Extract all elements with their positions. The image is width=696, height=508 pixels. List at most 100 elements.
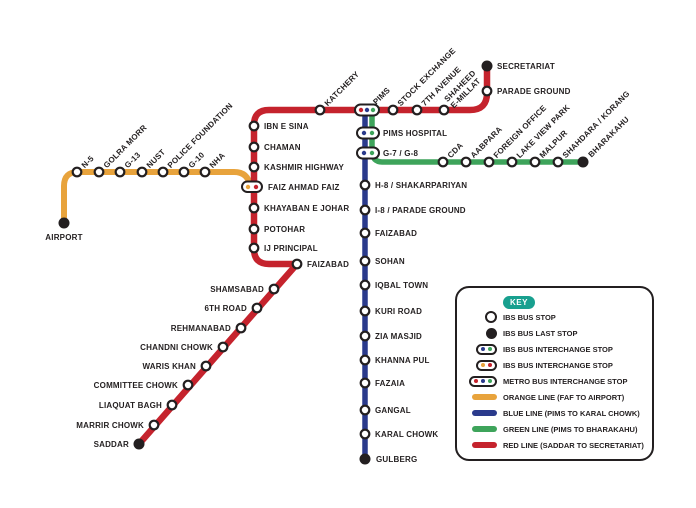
legend-label: IBS BUS INTERCHANGE STOP xyxy=(503,360,613,370)
station-khanna-pul: KHANNA PUL xyxy=(359,354,429,366)
interchange-marker xyxy=(356,146,380,160)
stop-marker xyxy=(359,428,371,440)
station-gangal: GANGAL xyxy=(359,404,411,416)
station-parade-ground: PARADE GROUND xyxy=(481,85,571,97)
legend-key-badge: KEY xyxy=(503,296,535,309)
station-zia-masjid: ZIA MASJID xyxy=(359,330,422,342)
station-label: SHAMSABAD xyxy=(210,285,264,294)
stop-marker xyxy=(71,166,83,178)
interchange-marker xyxy=(241,180,263,193)
legend-item: GREEN LINE (PIMS TO BHARAKAHU) xyxy=(457,421,652,437)
stop-marker xyxy=(268,283,280,295)
station-label: PARADE GROUND xyxy=(497,87,571,96)
station-kashmir-highway: KASHMIR HIGHWAY xyxy=(248,161,345,173)
red-dot-icon xyxy=(253,184,259,190)
station-karal-chowk: KARAL CHOWK xyxy=(359,428,438,440)
station-sohan: SOHAN xyxy=(359,255,405,267)
station-liaquat-bagh: LIAQUAT BAGH xyxy=(99,399,178,411)
station-ibn-e-sina: IBN E SINA xyxy=(248,120,309,132)
station-label: FAIZ AHMAD FAIZ xyxy=(268,183,340,192)
last-stop-marker xyxy=(133,438,145,450)
stop-marker xyxy=(483,156,495,168)
station-label: GANGAL xyxy=(375,406,411,415)
station-label: KASHMIR HIGHWAY xyxy=(264,163,345,172)
bus-stop-icon xyxy=(485,311,497,323)
legend-label: ORANGE LINE (FAF TO AIRPORT) xyxy=(503,392,625,402)
stop-marker xyxy=(200,360,212,372)
last-stop-marker xyxy=(481,60,493,72)
stop-marker xyxy=(438,104,450,116)
stop-marker xyxy=(217,341,229,353)
station-label: KHAYABAN E JOHAR xyxy=(264,204,349,213)
stop-marker xyxy=(166,399,178,411)
red-line-path xyxy=(135,62,491,448)
stop-marker xyxy=(359,354,371,366)
interchange-red-blue-green-icon xyxy=(468,375,497,387)
legend-label: BLUE LINE (PIMS TO KARAL CHOWK) xyxy=(503,408,640,418)
red-line-swatch xyxy=(472,441,497,449)
stop-marker xyxy=(157,166,169,178)
stop-marker xyxy=(314,104,326,116)
station-waris-khan: WARIS KHAN xyxy=(142,360,212,372)
station-label: FAIZABAD xyxy=(375,229,417,238)
interchange-marker xyxy=(356,126,380,140)
station-label: FAZAIA xyxy=(375,379,405,388)
stop-marker xyxy=(411,104,423,116)
station-shamsabad: SHAMSABAD xyxy=(210,283,280,295)
interchange-blue-green-icon xyxy=(475,343,497,355)
stop-marker xyxy=(437,156,449,168)
stop-marker xyxy=(359,404,371,416)
legend-box: KEY IBS BUS STOP IBS BUS LAST STOP IBS B… xyxy=(455,286,654,461)
station-label: SOHAN xyxy=(375,257,405,266)
orange-line-path xyxy=(61,169,253,226)
last-stop-marker xyxy=(577,156,589,168)
stop-marker xyxy=(114,166,126,178)
stop-marker xyxy=(136,166,148,178)
station-label: GULBERG xyxy=(376,455,417,464)
station-label: COMMITTEE CHOWK xyxy=(94,381,178,390)
station-label: FAIZABAD xyxy=(307,260,349,269)
station-label: AIRPORT xyxy=(45,233,82,242)
station-label: CHANDNI CHOWK xyxy=(140,343,213,352)
station-label: IBN E SINA xyxy=(264,122,309,131)
legend-label: IBS BUS LAST STOP xyxy=(503,328,578,338)
stop-marker xyxy=(248,141,260,153)
orange-dot-icon xyxy=(245,184,251,190)
stop-marker xyxy=(387,104,399,116)
station-iqbal-town: IQBAL TOWN xyxy=(359,279,428,291)
station-faizabad-blue: FAIZABAD xyxy=(359,227,417,239)
station-label: KARAL CHOWK xyxy=(375,430,438,439)
station-fazaia: FAZAIA xyxy=(359,377,405,389)
blue-dot-icon xyxy=(480,346,485,352)
green-line-swatch xyxy=(472,425,497,433)
station-faiz-ahmad-faiz: FAIZ AHMAD FAIZ xyxy=(241,180,340,193)
stop-marker xyxy=(359,279,371,291)
station-label: I-8 / PARADE GROUND xyxy=(375,206,466,215)
legend-item: BLUE LINE (PIMS TO KARAL CHOWK) xyxy=(457,405,652,421)
station-label: IQBAL TOWN xyxy=(375,281,428,290)
green-dot-icon xyxy=(487,346,492,352)
station-label: PIMS xyxy=(371,85,392,106)
legend-title: KEY xyxy=(510,298,528,307)
legend-label: RED LINE (SADDAR TO SECRETARIAT) xyxy=(503,440,644,450)
blue-dot-icon xyxy=(361,130,367,136)
legend-item: IBS BUS LAST STOP xyxy=(457,325,652,341)
station-label: WARIS KHAN xyxy=(142,362,196,371)
station-label: NHA xyxy=(208,151,227,170)
legend-label: METRO BUS INTERCHANGE STOP xyxy=(503,376,628,386)
station-i8-parade-ground: I-8 / PARADE GROUND xyxy=(359,204,466,216)
legend-item: IBS BUS INTERCHANGE STOP xyxy=(457,341,652,357)
orange-line-swatch xyxy=(472,393,497,401)
station-khayaban-e-johar: KHAYABAN E JOHAR xyxy=(248,202,349,214)
stop-marker xyxy=(359,204,371,216)
stop-marker xyxy=(248,223,260,235)
stop-marker xyxy=(248,120,260,132)
bus-last-stop-icon xyxy=(486,327,497,339)
station-faizabad-red: FAIZABAD xyxy=(291,258,349,270)
stop-marker xyxy=(359,330,371,342)
station-chandni-chowk: CHANDNI CHOWK xyxy=(140,341,229,353)
stop-marker xyxy=(481,85,493,97)
station-secretariat: SECRETARIAT xyxy=(481,60,555,72)
station-marrir-chowk: MARRIR CHOWK xyxy=(76,419,160,431)
